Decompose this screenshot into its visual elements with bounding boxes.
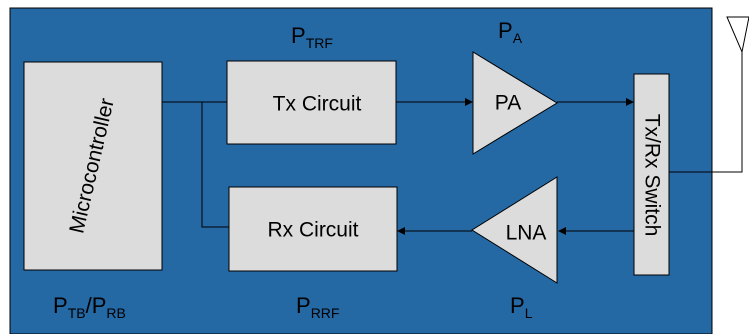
tx-circuit-label: Tx Circuit (273, 93, 362, 116)
lna-amplifier-triangle (471, 176, 558, 284)
tx-circuit-block (226, 60, 397, 145)
p-rrf-label: PRRF (296, 293, 339, 321)
rx-circuit-block (228, 186, 398, 272)
microcontroller-block (23, 61, 163, 271)
p-a-label: PA (498, 18, 523, 46)
tx-rx-switch-label: Tx/Rx Switch (640, 114, 663, 237)
p-trf-label: PTRF (291, 23, 333, 51)
pa-label: PA (495, 92, 521, 115)
antenna-icon (726, 16, 749, 54)
rx-circuit-label: Rx Circuit (267, 219, 358, 242)
p-tb-rb-label: PTB/PRB (53, 293, 126, 321)
switch-to-antenna-line (669, 52, 743, 173)
p-l-label: PL (510, 293, 533, 321)
micro-to-rx-line (201, 102, 229, 228)
connection-lines (162, 52, 743, 235)
lna-label: LNA (506, 222, 547, 245)
pa-amplifier-triangle (472, 51, 558, 155)
tx-rx-switch-block (633, 73, 670, 276)
